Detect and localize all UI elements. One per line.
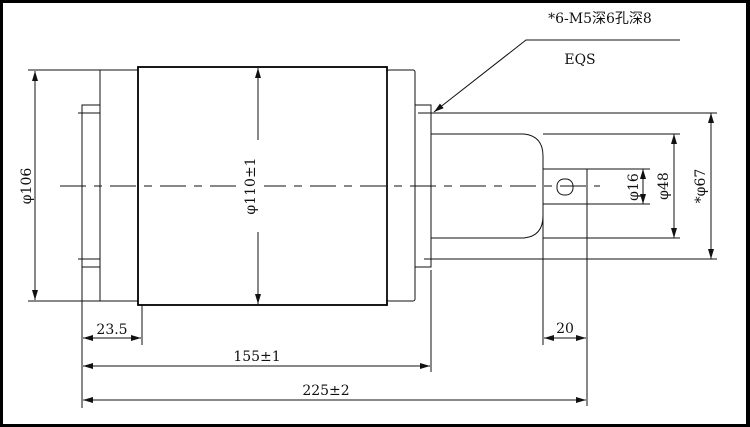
pin-hole [556,178,574,196]
dim-body-diameter: φ110±1 [243,157,259,214]
thread-note: *6-M5深6孔深8 [548,11,652,27]
dim-pin-diameter: φ16 [626,173,642,201]
dim-flange-offset: 23.5 [96,322,127,338]
dim-overall-length: 225±2 [302,383,349,399]
dim-pin-length: 20 [556,321,574,337]
dim-shaft-diameter: φ48 [656,172,672,200]
leader-line [433,39,680,113]
terminal-label: EQS [564,52,595,68]
dim-body-length: 155±1 [233,349,280,365]
terminal-pin [542,168,650,205]
dim-flange-diameter: φ106 [19,168,35,205]
dim-terminal-diameter: *φ67 [693,169,709,204]
